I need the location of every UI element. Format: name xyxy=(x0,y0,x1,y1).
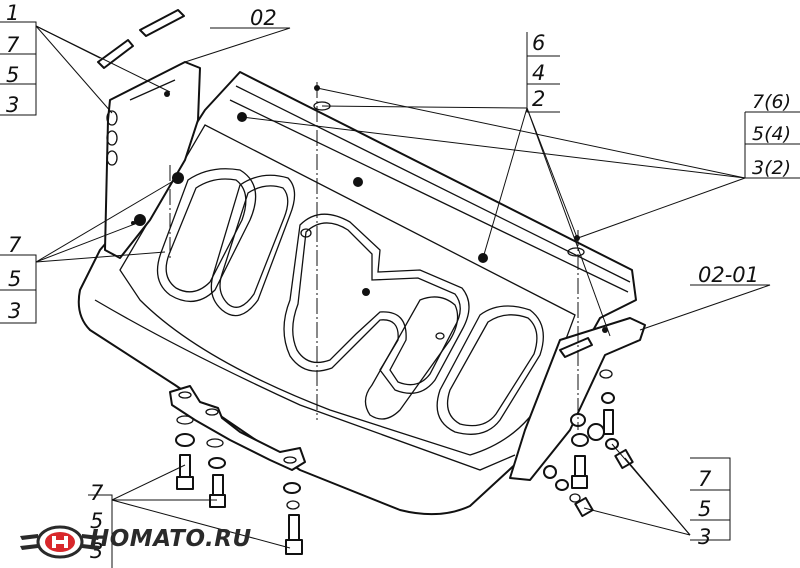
callout-5-right: 5 xyxy=(698,497,711,521)
callout-3-right: 3 xyxy=(698,525,711,549)
callout-4: 4 xyxy=(532,61,545,85)
callout-5-top: 5 xyxy=(6,63,19,87)
logo-text: HOMATO.RU xyxy=(90,526,252,552)
skid-plate xyxy=(77,71,637,516)
bolt-stack-4 xyxy=(587,369,634,470)
callout-02-01: 02-01 xyxy=(698,263,759,287)
bolt-stack-2 xyxy=(206,438,226,508)
bolt-stack-5 xyxy=(570,413,589,489)
bracket-02 xyxy=(97,9,201,259)
callout-7-top: 7 xyxy=(6,33,20,57)
center-lines xyxy=(169,82,579,430)
callout-2: 2 xyxy=(532,87,545,111)
callout-3-mid: 3 xyxy=(8,299,21,323)
callout-3-2: 3(2) xyxy=(752,157,791,179)
callout-7-mid: 7 xyxy=(8,233,22,257)
callout-5-bottom: 5 xyxy=(90,509,103,533)
bolt-stack-1 xyxy=(175,415,195,490)
homato-logo-icon xyxy=(20,525,100,559)
callout-6: 6 xyxy=(532,31,545,55)
fasteners xyxy=(106,110,634,555)
callout-3-bottom: 3 xyxy=(90,539,103,563)
bolt-stack-6 xyxy=(543,465,594,518)
callout-3-top: 3 xyxy=(6,93,19,117)
bottom-flange xyxy=(169,385,306,471)
bolt-stack-3 xyxy=(283,482,303,555)
callout-1: 1 xyxy=(6,1,19,25)
bracket-nuts xyxy=(106,110,118,166)
callout-labels: 1 7 5 3 02 6 4 2 7(6) 5(4) 3(2) 7 5 3 02… xyxy=(6,1,791,563)
callout-5-mid: 5 xyxy=(8,267,21,291)
callout-7-right: 7 xyxy=(698,467,712,491)
leader-lines xyxy=(0,21,800,568)
callout-5-4: 5(4) xyxy=(752,123,791,145)
callout-7-6: 7(6) xyxy=(752,91,791,113)
callout-7-bottom: 7 xyxy=(90,481,104,505)
callout-02: 02 xyxy=(250,6,277,30)
